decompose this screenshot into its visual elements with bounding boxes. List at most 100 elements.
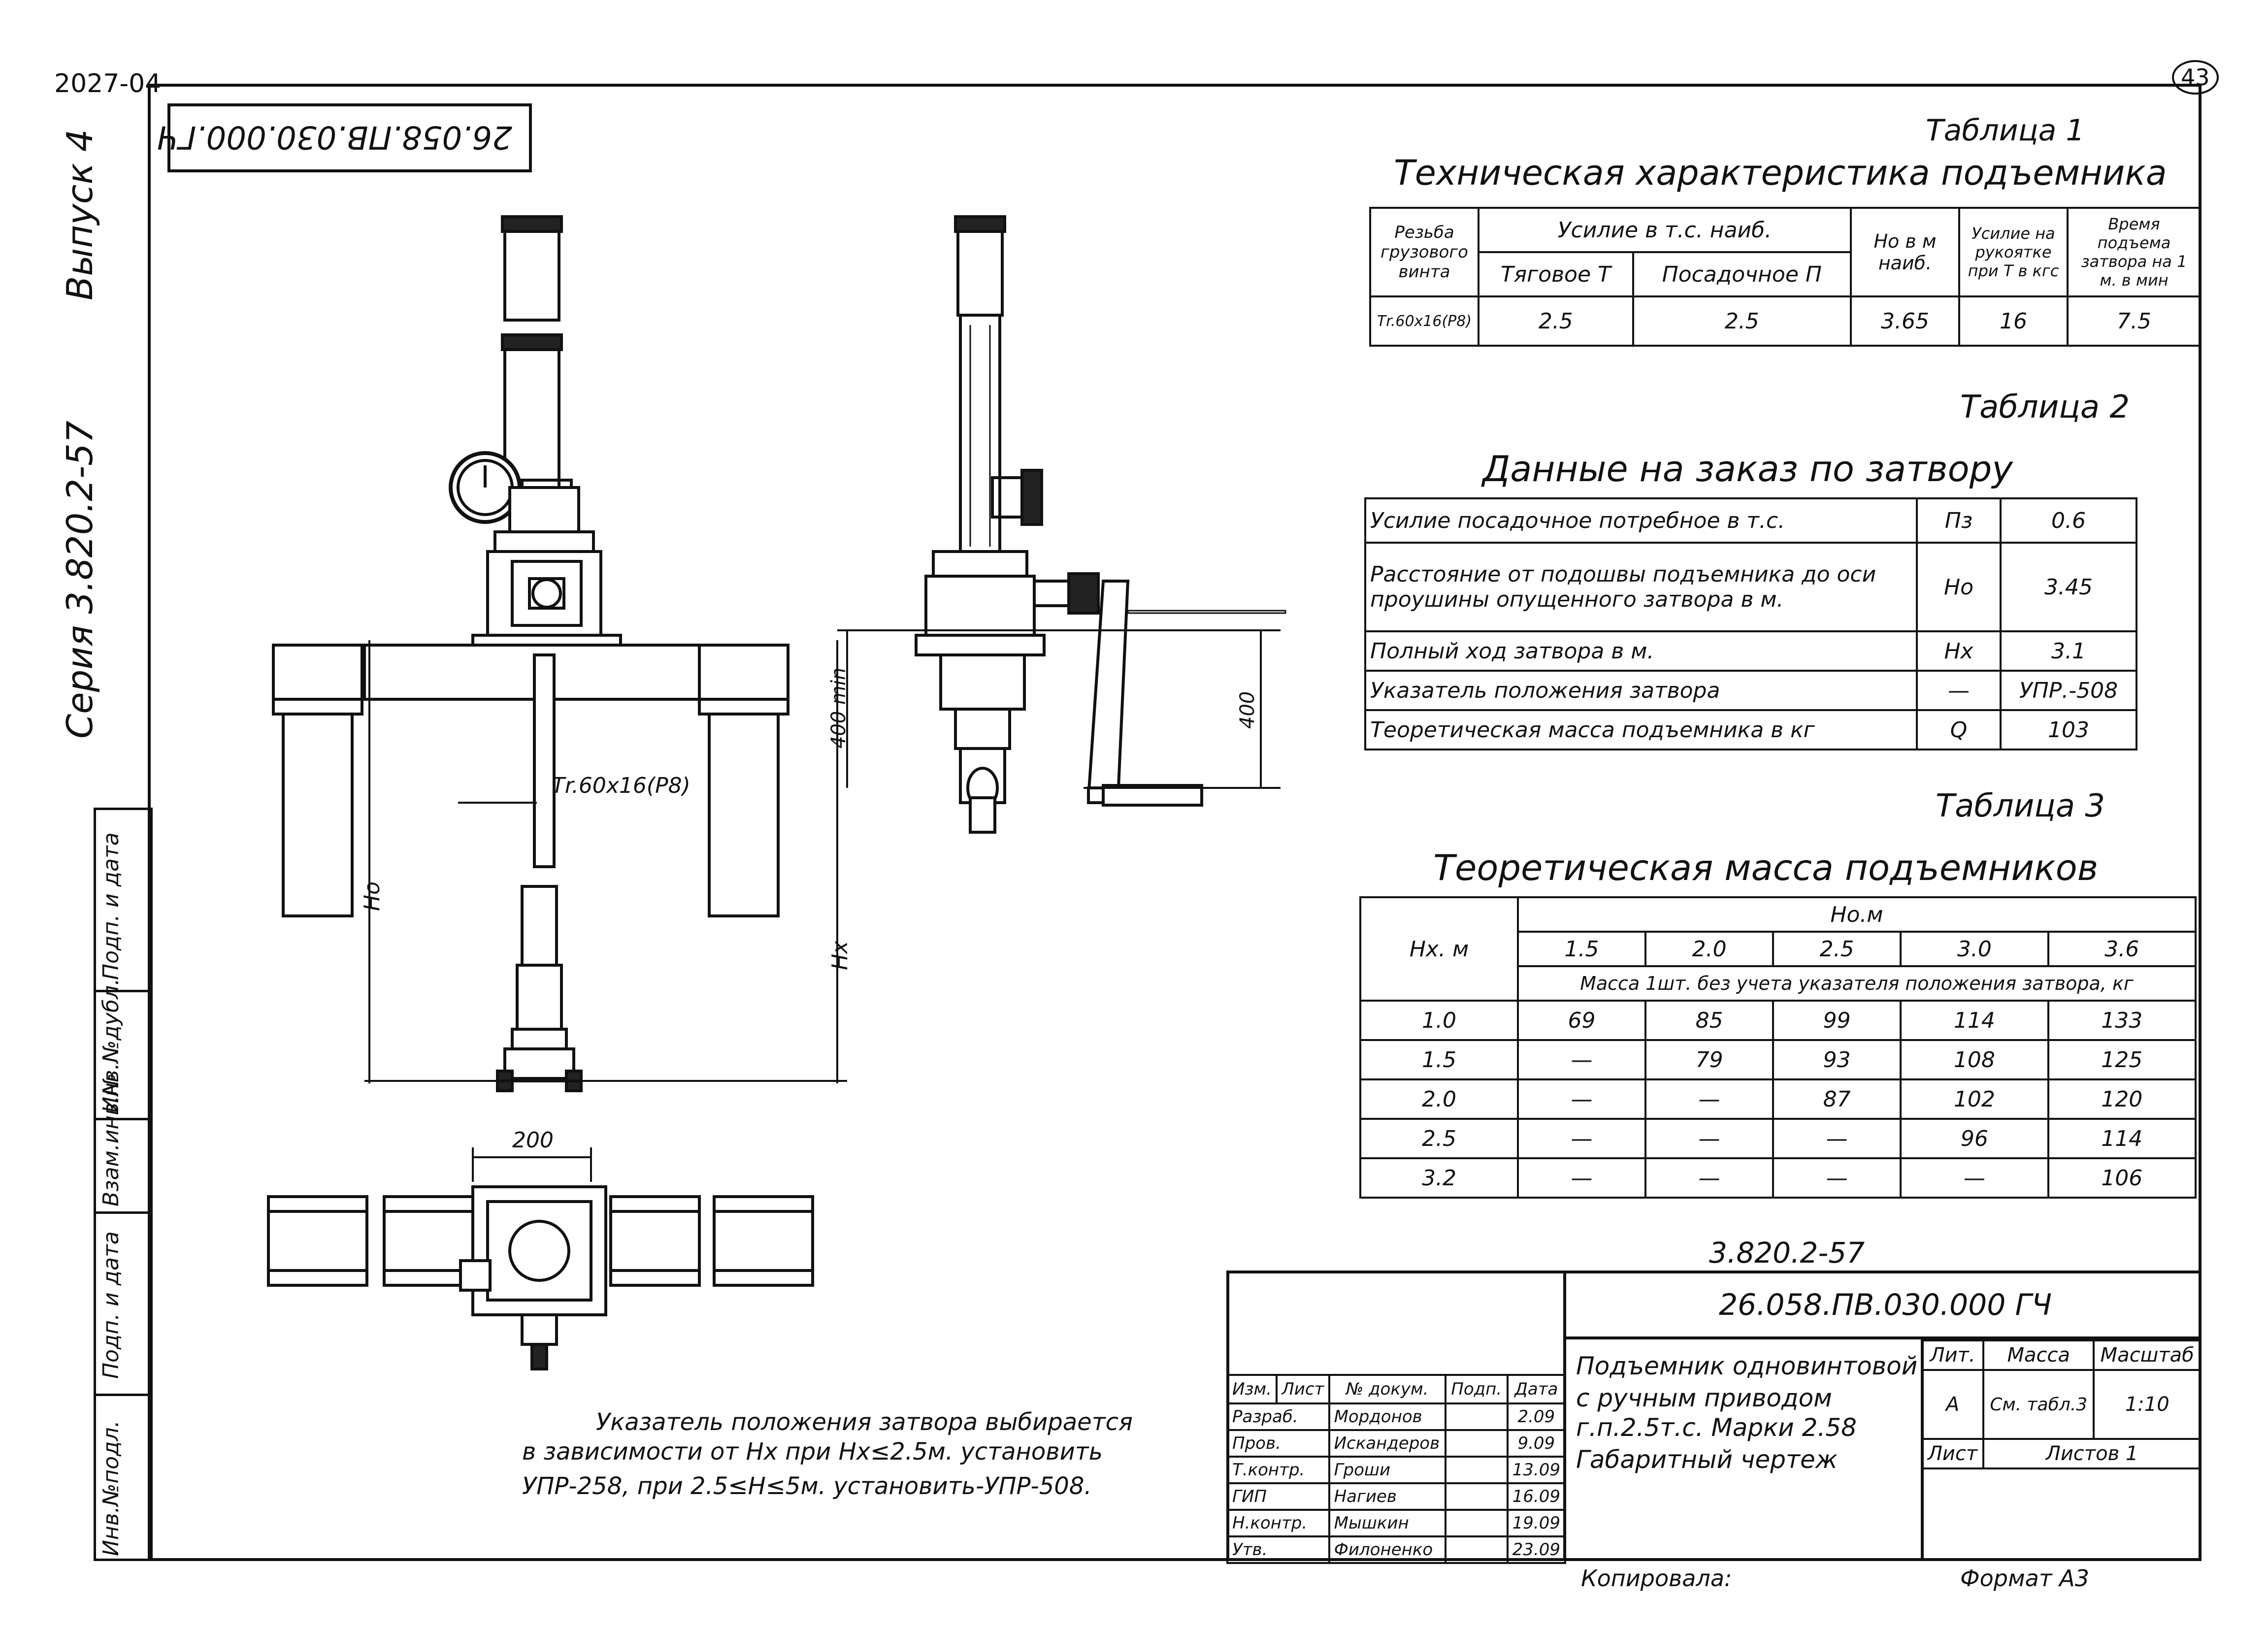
table3-row0-hx: 1.0 xyxy=(1359,1000,1519,1041)
table1-cell-time: 7.5 xyxy=(2067,295,2202,347)
tb-lit-mass-scale: Лит. Масса Масштаб А См. табл.3 1:10 Лис… xyxy=(1920,1339,2202,1469)
volume-label: Выпуск 4 xyxy=(59,129,100,300)
note-line-1: Указатель положения затвора выбирается xyxy=(596,1408,1133,1436)
left-strip xyxy=(94,808,153,1561)
tb-role-0: Разраб. xyxy=(1226,1402,1330,1431)
table2-name-1: Расстояние от подошвы подъемника до оси … xyxy=(1364,542,1918,632)
table3-row2-hx: 2.0 xyxy=(1359,1078,1519,1120)
table3-row4-v3: — xyxy=(1900,1157,2049,1199)
table2-title: Данные на заказ по затвору xyxy=(1482,448,2013,489)
table2-val-1: 3.45 xyxy=(2000,542,2137,632)
table3-row0-v1: 85 xyxy=(1644,1000,1775,1041)
tb-name-4: Габаритный чертеж xyxy=(1576,1445,1838,1474)
thread-label: Тr.60х16(P8) xyxy=(552,773,690,798)
table3-row4-v2: — xyxy=(1772,1157,1902,1199)
table3-row3-v2: — xyxy=(1772,1118,1902,1159)
table3-title: Теоретическая масса подъемников xyxy=(1433,847,2099,888)
table1-cell-handle: 16 xyxy=(1958,295,2069,347)
table1-caption: Таблица 1 xyxy=(1926,113,2085,148)
tb-col-sign: Подп. xyxy=(1444,1374,1509,1404)
table1-h-seating: Посадочное П xyxy=(1632,251,1852,297)
tb-h-scale: Масштаб xyxy=(2093,1339,2202,1371)
table3-row2-v4: 120 xyxy=(2047,1078,2197,1120)
table3-subhead: Масса 1шт. без учета указателя положения… xyxy=(1517,965,2197,1002)
table1-cell-thread: Тr.60х16(P8) xyxy=(1369,295,1479,347)
tb-col-date: Дата xyxy=(1506,1374,1567,1404)
tb-date-3: 16.09 xyxy=(1506,1482,1567,1511)
table2-val-3: УПР.-508 xyxy=(2000,670,2137,711)
tb-role-4: Н.контр. xyxy=(1226,1509,1330,1537)
dim-400: 400 xyxy=(1236,691,1259,729)
tb-person-0: Мордонов xyxy=(1328,1402,1446,1431)
tb-date-5: 23.09 xyxy=(1506,1535,1567,1564)
table3-row3-v1: — xyxy=(1644,1118,1775,1159)
table2-caption: Таблица 2 xyxy=(1960,389,2130,425)
left-strip-label-5: Подп. и дата xyxy=(99,832,124,980)
tb-name-2: с ручным приводом xyxy=(1576,1384,1832,1412)
tb-person-4: Мышкин xyxy=(1328,1509,1446,1537)
table1-h-traction: Тяговое Т xyxy=(1478,251,1634,297)
table3-row0-v2: 99 xyxy=(1772,1000,1902,1041)
table1-cell-seating: 2.5 xyxy=(1632,295,1852,347)
table3-row2-v2: 87 xyxy=(1772,1078,1902,1120)
table3-col-0: 1.5 xyxy=(1516,931,1647,967)
table2-val-4: 103 xyxy=(2000,709,2137,750)
table1: Резьба грузового винта Усилие в т.с. наи… xyxy=(1369,207,2202,347)
note-line-2: в зависимости от Hх при Hх≤2.5м. установ… xyxy=(522,1438,1103,1466)
left-strip-cell-2 xyxy=(94,1211,153,1396)
left-strip-label-4: Инв.№дубл. xyxy=(99,978,124,1113)
tb-date-1: 9.09 xyxy=(1506,1429,1567,1458)
table3-h-ho: Hо.м xyxy=(1517,896,2197,933)
tb-person-5: Филоненко xyxy=(1328,1535,1446,1564)
table3-row0-v4: 133 xyxy=(2047,1000,2197,1041)
tb-date-0: 2.09 xyxy=(1506,1402,1567,1431)
table3-row1-hx: 1.5 xyxy=(1359,1039,1519,1080)
table2-val-0: 0.6 xyxy=(2000,497,2137,544)
tb-sign-4 xyxy=(1444,1509,1509,1537)
tb-role-1: Пров. xyxy=(1226,1429,1330,1458)
table3-row3-v3: 96 xyxy=(1900,1118,2049,1159)
table1-cell-traction: 2.5 xyxy=(1478,295,1634,347)
left-strip-cell-1 xyxy=(94,1394,153,1564)
sheet-code: 2027-04 xyxy=(54,69,162,98)
table3-col-1: 2.0 xyxy=(1644,931,1775,967)
table3-row1-v0: — xyxy=(1516,1039,1647,1080)
table3-row2-v1: — xyxy=(1644,1078,1775,1120)
tb-col-izm: Изм. xyxy=(1226,1374,1278,1404)
table3-row1-v3: 108 xyxy=(1900,1039,2049,1080)
table3-col-2: 2.5 xyxy=(1772,931,1902,967)
table2: Усилие посадочное потребное в т.с. Пз 0.… xyxy=(1364,497,2137,750)
table2-sym-0: Пз xyxy=(1916,497,2002,544)
table2-sym-2: Hх xyxy=(1916,630,2002,672)
table3-row1-v2: 93 xyxy=(1772,1039,1902,1080)
table3-row2-v3: 102 xyxy=(1900,1078,2049,1120)
table1-h-hv: Hо в м наиб. xyxy=(1850,207,1960,297)
note-line-3: УПР-258, при 2.5≤H≤5м. установить-УПР-50… xyxy=(522,1472,1092,1500)
table3-col-4: 3.6 xyxy=(2047,931,2197,967)
format-label: Формат А3 xyxy=(1960,1565,2089,1592)
tb-sign-5 xyxy=(1444,1535,1509,1564)
table1-h-handle: Усилие на рукоятке при Т в кгс xyxy=(1958,207,2069,297)
table2-sym-4: Q xyxy=(1916,709,2002,750)
left-strip-cell-4 xyxy=(94,990,153,1120)
series-label: Серия 3.820.2-57 xyxy=(59,421,100,739)
dim-400-min: 400 min xyxy=(827,667,850,749)
tb-role-3: ГИП xyxy=(1226,1482,1330,1511)
left-strip-cell-3 xyxy=(94,1118,153,1214)
label-ho: Hо xyxy=(360,881,385,911)
tb-series-code: 3.820.2-57 xyxy=(1709,1236,1865,1270)
table1-cell-hv: 3.65 xyxy=(1850,295,1960,347)
tb-sheet: Лист xyxy=(1920,1438,1985,1469)
table2-sym-3: — xyxy=(1916,670,2002,711)
tb-name-1: Подъемник одновинтовой xyxy=(1576,1352,1918,1380)
tb-sign-0 xyxy=(1444,1402,1509,1431)
tb-person-2: Гроши xyxy=(1328,1456,1446,1484)
tb-sign-3 xyxy=(1444,1482,1509,1511)
table2-name-2: Полный ход затвора в м. xyxy=(1364,630,1918,672)
tb-doc-code: 26.058.ПВ.030.000 ГЧ xyxy=(1719,1288,2052,1322)
table3-row3-v4: 114 xyxy=(2047,1118,2197,1159)
drawing-frame xyxy=(148,84,2202,1561)
tb-signatures: Изм. Лист № докум. Подп. Дата Разраб. Мо… xyxy=(1226,1374,1567,1564)
table3-row4-v1: — xyxy=(1644,1157,1775,1199)
tb-col-list: Лист xyxy=(1275,1374,1330,1404)
